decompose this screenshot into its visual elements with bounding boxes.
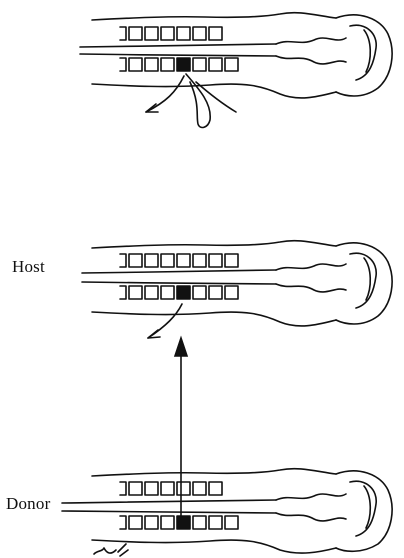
host-label: Host xyxy=(12,257,45,277)
somite-row-lower xyxy=(120,516,238,529)
grafted-somite xyxy=(177,286,190,299)
forceps-icon xyxy=(186,74,236,127)
somite-row-upper xyxy=(120,254,238,267)
scalpel-icon xyxy=(94,544,128,556)
donor-somite xyxy=(177,516,190,529)
somite-row-lower xyxy=(120,286,238,299)
embryo-host xyxy=(82,241,392,338)
somite-row-lower xyxy=(120,58,238,71)
cut-arrow-icon xyxy=(146,76,184,112)
embryo-top xyxy=(80,13,392,128)
somite-row-upper xyxy=(120,27,222,40)
donor-label: Donor xyxy=(6,494,50,514)
cut-arrow-icon xyxy=(148,304,182,338)
removed-somite xyxy=(177,58,190,71)
embryo-donor xyxy=(62,469,392,556)
somite-row-upper xyxy=(120,482,222,495)
